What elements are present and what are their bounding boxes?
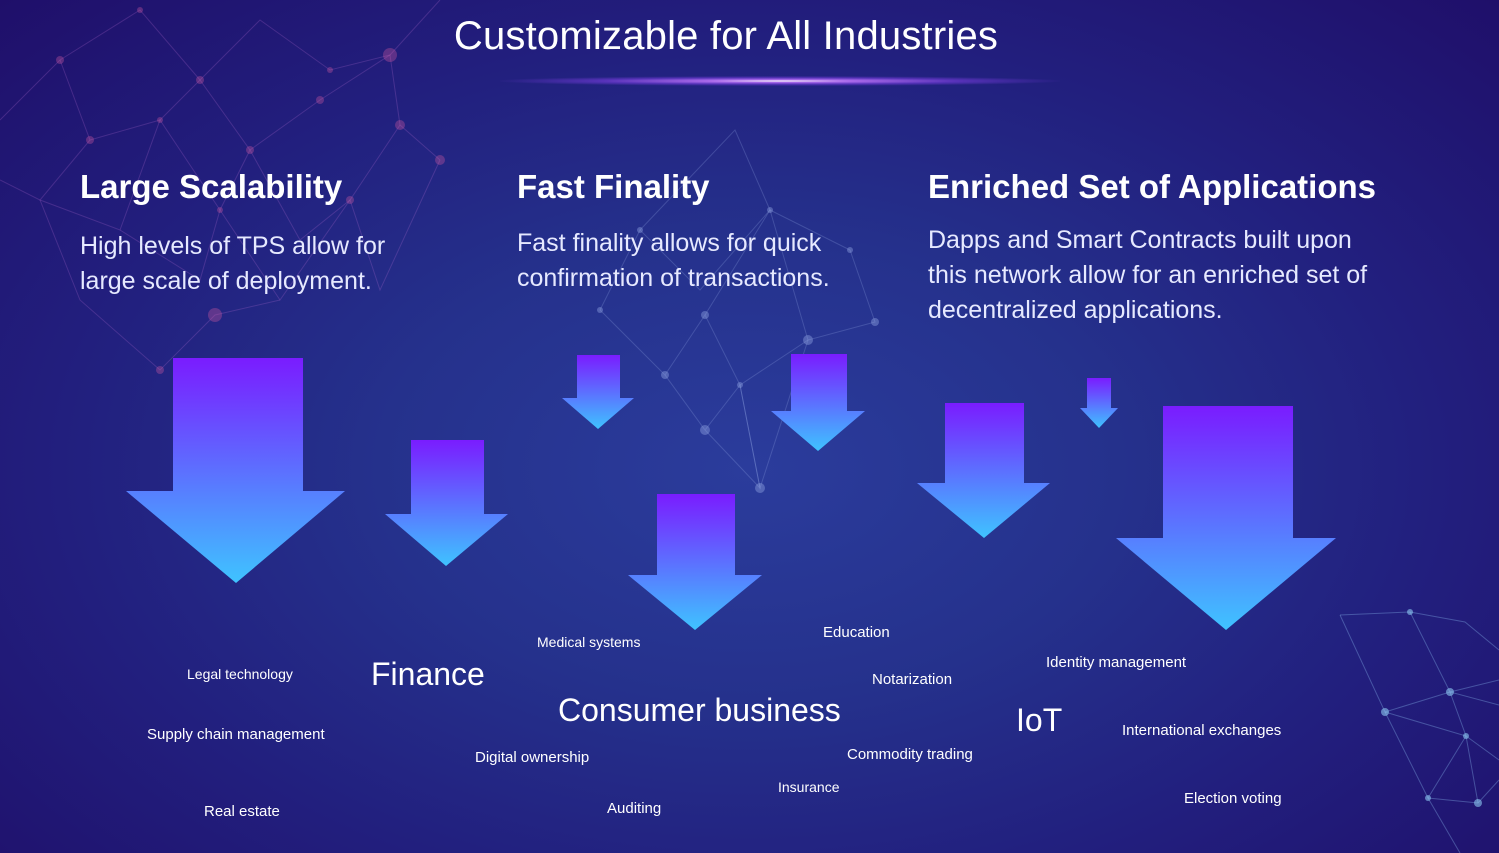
label-commodity-trading: Commodity trading	[847, 746, 973, 763]
label-insurance: Insurance	[778, 779, 840, 795]
page-title: Customizable for All Industries	[453, 14, 999, 58]
description-line: decentralized applications.	[928, 296, 1223, 324]
down-arrow-icon	[562, 355, 634, 429]
down-arrow-icon	[126, 358, 345, 583]
label-medical-systems: Medical systems	[537, 634, 641, 650]
label-auditing: Auditing	[607, 800, 662, 817]
description-line: confirmation of transactions.	[517, 264, 830, 292]
description-line: large scale of deployment.	[80, 267, 372, 295]
label-election-voting: Election voting	[1184, 790, 1282, 807]
description-line: this network allow for an enriched set o…	[928, 261, 1368, 289]
heading-enriched-applications: Enriched Set of Applications	[928, 168, 1376, 205]
description-enriched-applications: Dapps and Smart Contracts built upon thi…	[928, 223, 1367, 328]
down-arrow-icon	[917, 403, 1050, 538]
down-arrow-icon	[628, 494, 762, 630]
label-iot: IoT	[1016, 702, 1063, 738]
description-large-scalability: High levels of TPS allow for large scale…	[80, 229, 385, 299]
label-education: Education	[823, 624, 890, 641]
down-arrow-icon	[385, 440, 508, 566]
title-glow-divider	[500, 76, 1060, 86]
label-real-estate: Real estate	[204, 803, 280, 820]
label-digital-ownership: Digital ownership	[475, 749, 590, 766]
description-line: Fast finality allows for quick	[517, 229, 822, 257]
heading-large-scalability: Large Scalability	[80, 168, 343, 205]
label-supply-chain-management: Supply chain management	[147, 726, 325, 743]
description-line: High levels of TPS allow for	[80, 232, 386, 260]
heading-fast-finality: Fast Finality	[517, 168, 710, 205]
label-international-exchanges: International exchanges	[1122, 722, 1282, 739]
down-arrow-icon	[771, 354, 865, 451]
label-identity-management: Identity management	[1046, 654, 1187, 671]
label-consumer-business: Consumer business	[558, 692, 841, 728]
down-arrow-icon	[1116, 406, 1336, 630]
description-fast-finality: Fast finality allows for quick confirmat…	[517, 226, 830, 296]
label-legal-technology: Legal technology	[187, 666, 293, 682]
down-arrow-icon	[1080, 378, 1118, 428]
label-notarization: Notarization	[872, 671, 953, 688]
description-line: Dapps and Smart Contracts built upon	[928, 226, 1352, 254]
label-finance: Finance	[371, 656, 485, 692]
